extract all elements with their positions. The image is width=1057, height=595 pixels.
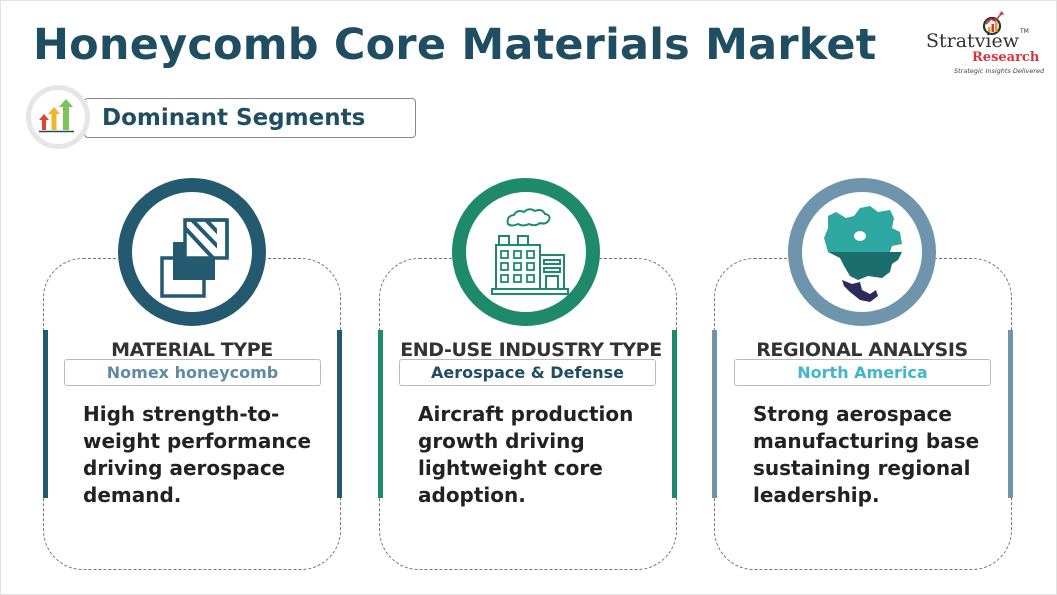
card-accent-bar-left xyxy=(378,330,383,498)
card-heading: MATERIAL TYPE xyxy=(111,339,273,361)
growth-arrows-icon xyxy=(26,85,90,149)
page-title: Honeycomb Core Materials Market xyxy=(33,20,877,70)
logo-stratview: Stratview xyxy=(926,30,1020,52)
card-accent-bar-right xyxy=(672,330,677,498)
card-accent-bar-right xyxy=(1008,330,1013,498)
card-segment-value: North America xyxy=(734,359,991,386)
stratview-logo: Stratview TM Research Strategic Insights… xyxy=(920,10,1050,80)
card-description: High strength-to-weight performance driv… xyxy=(83,402,312,507)
card-icon-ring xyxy=(452,178,600,326)
card-description: Strong aerospace manufacturing base sust… xyxy=(753,402,980,507)
card-heading: REGIONAL ANALYSIS xyxy=(756,339,968,361)
card-accent-bar-left xyxy=(712,330,717,498)
card-accent-bar-right xyxy=(337,330,342,498)
section-label-badge: Dominant Segments xyxy=(84,98,416,138)
logo-research: Research xyxy=(972,50,1040,65)
card-description: Aircraft production growth driving light… xyxy=(418,402,634,507)
north-america-map-icon xyxy=(824,206,902,302)
section-label: Dominant Segments xyxy=(102,105,366,131)
factory-icon xyxy=(491,208,569,295)
card-icon-ring xyxy=(788,178,936,326)
logo-tagline: Strategic Insights Delivered xyxy=(954,67,1045,75)
card-segment-value: Aerospace & Defense xyxy=(399,359,656,386)
layered-sheets-icon xyxy=(160,218,229,298)
card-segment-value: Nomex honeycomb xyxy=(64,359,321,386)
card-accent-bar-left xyxy=(43,330,48,498)
card-icon-ring xyxy=(118,178,266,326)
magnifier-chart-icon xyxy=(982,11,1004,36)
logo-trademark: TM xyxy=(1020,28,1029,35)
card-heading: END-USE INDUSTRY TYPE xyxy=(400,339,662,361)
